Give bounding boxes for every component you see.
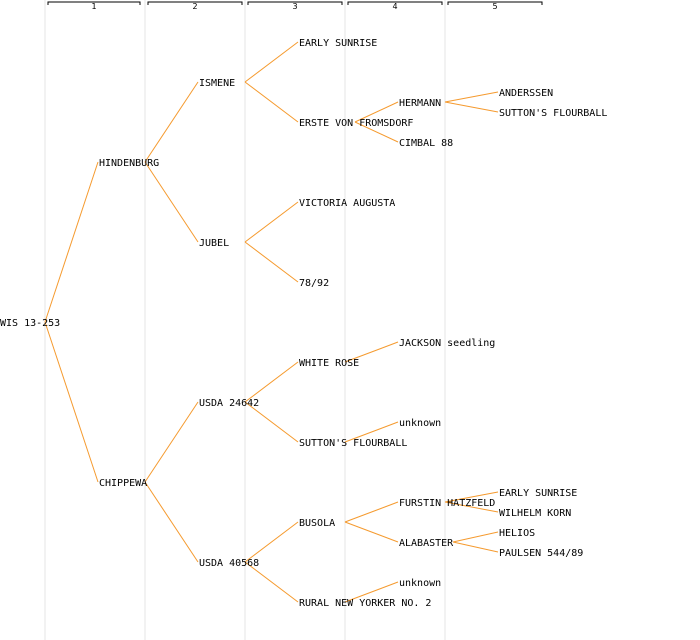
edge-n18-n19 — [244, 521, 299, 563]
edge-n5-n6 — [444, 91, 499, 103]
variety-node: EARLY SUNRISE — [299, 38, 377, 49]
variety-node: PAULSEN 544/89 — [499, 548, 583, 559]
generation-number: 3 — [292, 2, 297, 11]
edge-n1-n2 — [144, 81, 199, 163]
variety-node: HERMANN — [399, 98, 441, 109]
edge-n19-n23 — [344, 521, 399, 543]
variety-node: HINDENBURG — [99, 158, 159, 169]
edge-n18-n26 — [244, 561, 299, 603]
generation-header: 1 2 3 4 5 — [47, 1, 543, 11]
edge-n13-n16 — [244, 401, 299, 443]
edge-n2-n4 — [244, 81, 299, 123]
variety-node: WIS 13-253 — [0, 318, 60, 329]
column-guides — [44, 0, 446, 640]
variety-node: ALABASTER — [399, 538, 454, 549]
variety-node: RURAL NEW YORKER NO. 2 — [299, 598, 431, 609]
edge-n23-n25 — [452, 541, 499, 553]
generation-header-2: 2 — [147, 1, 243, 11]
edge-n12-n18 — [144, 481, 199, 563]
tree-nodes: WIS 13-253 HINDENBURG ISMENE EARLY SUNRISE E… — [0, 38, 607, 609]
edge-n4-n5 — [354, 101, 399, 123]
variety-node: SUTTON'S FLOURBALL — [299, 438, 407, 449]
variety-node: CIMBAL 88 — [399, 138, 453, 149]
edge-n12-n13 — [144, 401, 199, 483]
variety-node: unknown — [399, 418, 441, 429]
variety-node: JUBEL — [199, 238, 229, 249]
generation-header-1: 1 — [47, 1, 141, 11]
edge-n9-n10 — [244, 201, 299, 243]
edge-n0-n12 — [44, 321, 99, 483]
edge-n2-n3 — [244, 41, 299, 83]
generation-number: 4 — [392, 2, 397, 11]
variety-node: VICTORIA AUGUSTA — [299, 198, 395, 209]
variety-node: USDA 40568 — [199, 558, 259, 569]
generation-header-3: 3 — [247, 1, 343, 11]
variety-node[interactable]: WHITE ROSE — [299, 358, 359, 369]
edge-n14-n15 — [344, 341, 399, 363]
variety-node: ISMENE — [199, 78, 235, 89]
variety-node: HELIOS — [499, 528, 535, 539]
generation-header-4: 4 — [347, 1, 443, 11]
edge-n20-n21 — [444, 491, 499, 503]
generation-bracket — [147, 1, 243, 5]
generation-number: 2 — [192, 2, 197, 11]
edge-n1-n9 — [144, 161, 199, 243]
generation-bracket — [247, 1, 343, 5]
variety-node: FURSTIN HATZFELD — [399, 498, 495, 509]
variety-node: BUSOLA — [299, 518, 335, 529]
variety-node: ANDERSSEN — [499, 88, 553, 99]
generation-bracket — [347, 1, 443, 5]
variety-node: WILHELM KORN — [499, 508, 571, 519]
edge-n19-n20 — [344, 501, 399, 523]
variety-node: ERSTE VON FROMSDORF — [299, 118, 413, 129]
edge-n23-n24 — [452, 531, 499, 543]
edge-n20-n22 — [444, 501, 499, 513]
edge-n9-n11 — [244, 241, 299, 283]
tree-edges — [44, 41, 499, 603]
edge-n13-n14 — [244, 361, 299, 403]
variety-node: SUTTON'S FLOURBALL — [499, 108, 607, 119]
edge-n16-n17 — [344, 421, 399, 443]
edge-n4-n8 — [354, 121, 399, 143]
generation-bracket — [447, 1, 543, 5]
generation-header-5: 5 — [447, 1, 543, 11]
generation-bracket — [47, 1, 141, 5]
generation-number: 1 — [91, 2, 96, 11]
variety-node: JACKSON seedling — [399, 338, 495, 349]
variety-node: CHIPPEWA — [99, 478, 147, 489]
variety-node: unknown — [399, 578, 441, 589]
edge-n0-n1 — [44, 161, 99, 323]
edge-n5-n7 — [444, 101, 499, 113]
variety-node: 78/92 — [299, 278, 329, 289]
variety-node: USDA 24642 — [199, 398, 259, 409]
generation-number: 5 — [492, 2, 497, 11]
variety-node: EARLY SUNRISE — [499, 488, 577, 499]
edge-n26-n27 — [344, 581, 399, 603]
